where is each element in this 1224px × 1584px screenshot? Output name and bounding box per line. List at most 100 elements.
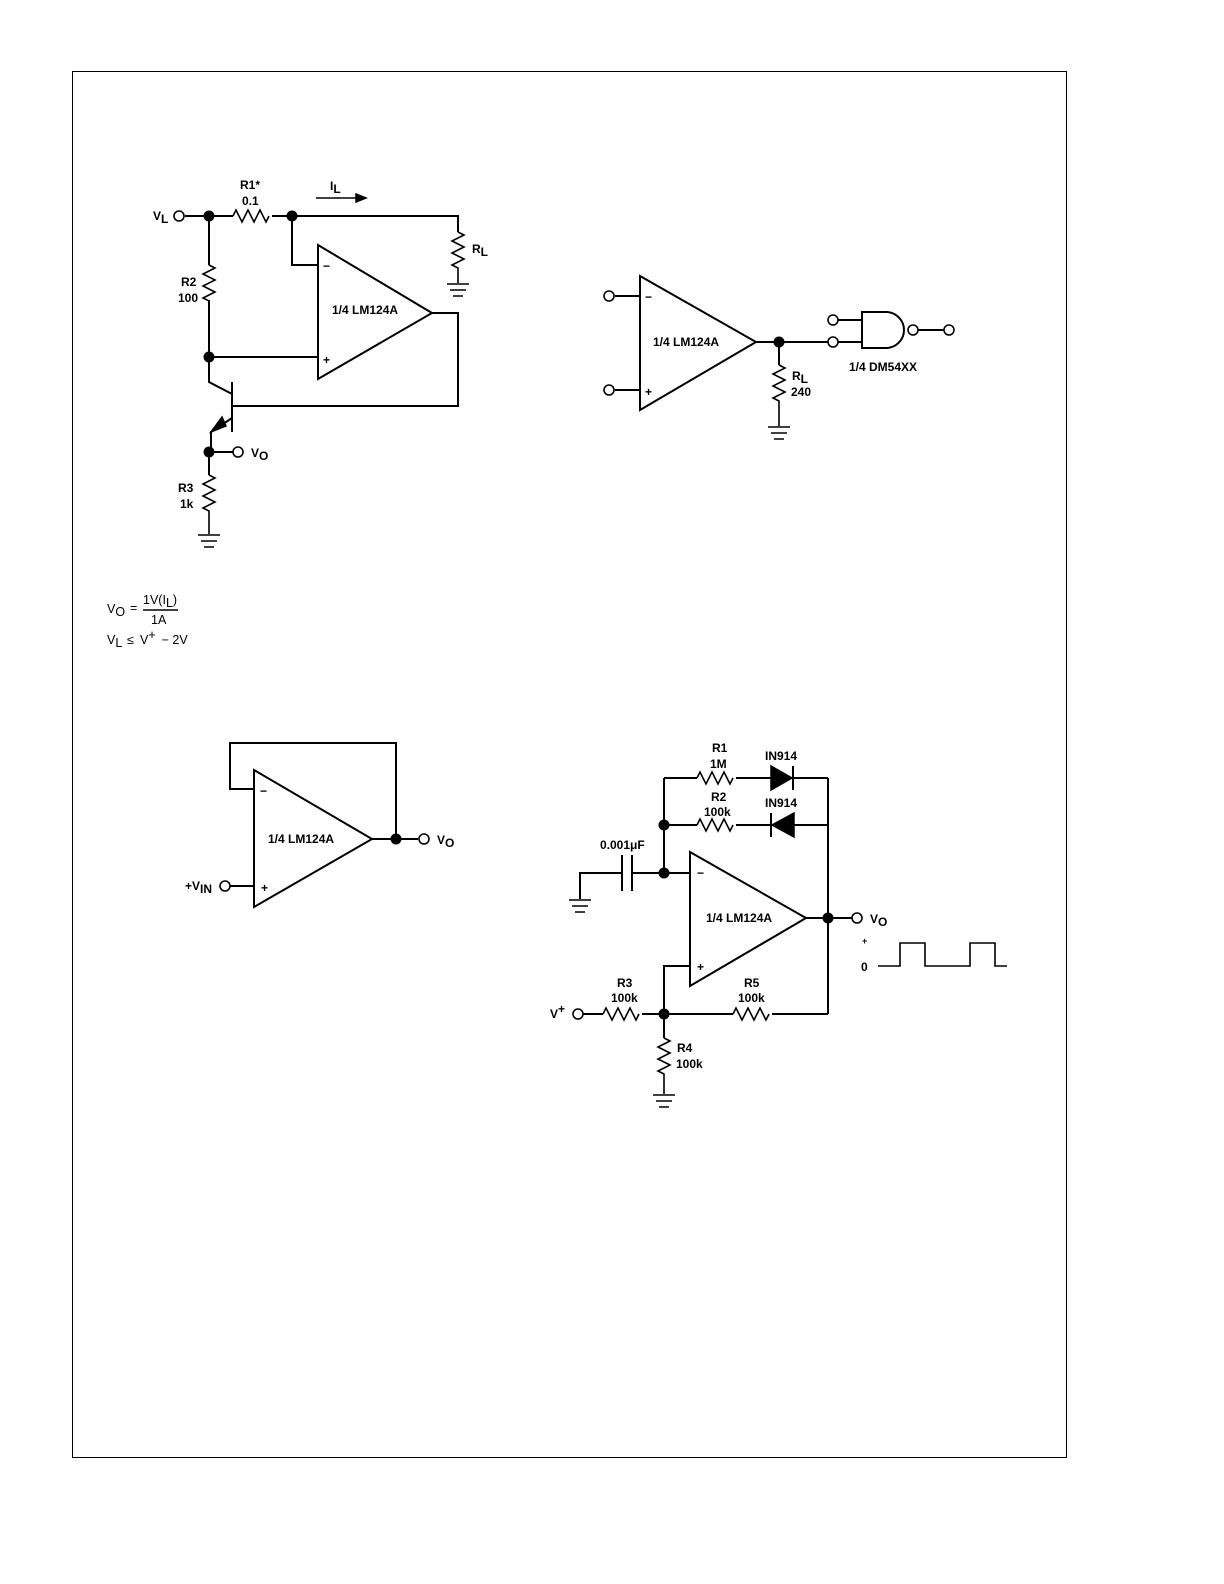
r5-name: R5 — [744, 976, 760, 990]
noninverting-sign: + — [261, 881, 268, 895]
junction-dot — [203, 210, 215, 222]
inverting-sign: − — [645, 290, 652, 304]
r2-value: 100k — [704, 805, 731, 819]
vplus-label: V+ — [550, 1002, 565, 1021]
noninverting-input-terminal — [603, 384, 615, 396]
d2-diode — [770, 811, 795, 839]
d2-label: IN914 — [765, 796, 797, 810]
r3-name: R3 — [617, 976, 633, 990]
junction-dot — [658, 1008, 670, 1020]
r4-name: R4 — [677, 1041, 693, 1055]
capacitor — [621, 855, 633, 891]
r3-resistor — [602, 1006, 640, 1022]
ground-symbol — [768, 426, 790, 440]
r3-value: 1k — [180, 497, 194, 511]
ground-symbol — [653, 1094, 675, 1108]
rl-resistor — [771, 364, 787, 426]
vin-terminal — [219, 880, 231, 892]
vo-label: VO — [437, 833, 454, 850]
opamp — [317, 243, 434, 381]
nand-bubble — [907, 324, 919, 336]
r4-resistor — [656, 1037, 672, 1094]
vo-terminal — [418, 833, 430, 845]
pulse-generator-circuit: R1 1M IN914 R2 100k IN914 0.001μF 1/4 LM… — [550, 741, 1007, 1108]
junction-dot — [203, 351, 215, 363]
capacitor-label: 0.001μF — [600, 838, 645, 852]
wire — [272, 215, 459, 232]
design-equations: VO = 1V(IL) 1A VL ≤ V+− 2V — [107, 593, 188, 650]
nand-gate — [861, 311, 905, 349]
junction-dot — [390, 833, 402, 845]
waveform-zero-label: 0 — [861, 960, 868, 974]
r3-value: 100k — [611, 991, 638, 1005]
rl-resistor — [450, 231, 466, 283]
gate-output-terminal — [943, 324, 955, 336]
voltage-follower-circuit: 1/4 LM124A − + VO +VIN — [185, 742, 454, 909]
wire — [291, 216, 318, 266]
vo-label: VO — [251, 446, 268, 463]
gate-input-terminal — [827, 314, 839, 326]
eq2-rhs: V+− 2V — [140, 628, 188, 647]
junction-dot — [203, 446, 215, 458]
opamp — [253, 768, 374, 909]
wire — [232, 312, 459, 407]
r1-resistor — [696, 770, 734, 786]
r1-value: 0.1 — [242, 194, 259, 208]
r1-name: R1* — [240, 178, 260, 192]
inverting-sign: − — [697, 866, 704, 880]
vo-terminal — [851, 912, 863, 924]
noninverting-sign: + — [697, 960, 704, 974]
opamp — [639, 274, 758, 412]
gate-label: 1/4 DM54XX — [849, 360, 917, 374]
emitter-arrow — [208, 415, 228, 434]
r3-name: R3 — [178, 481, 194, 495]
ttl-driver-circuit: 1/4 LM124A − + RL 240 1/4 DM54XX — [603, 274, 955, 440]
r2-name: R2 — [181, 275, 197, 289]
inverting-sign: − — [260, 784, 267, 798]
noninverting-sign: + — [645, 385, 652, 399]
eq2-lhs: VL — [107, 633, 122, 650]
eq1-lhs: VO — [107, 602, 125, 619]
r3-resistor — [201, 474, 217, 534]
ground-symbol — [569, 899, 591, 913]
rl-value: 240 — [791, 385, 811, 399]
opamp — [689, 850, 808, 988]
eq1-numerator: 1V(IL) — [143, 593, 177, 610]
inverting-sign: − — [323, 259, 330, 273]
eq1-denominator: 1A — [151, 613, 167, 627]
r2-name: R2 — [711, 790, 727, 804]
gate-input-terminal — [827, 336, 839, 348]
page-border — [72, 71, 1067, 1458]
d1-diode — [770, 764, 794, 792]
vin-label: +VIN — [185, 879, 212, 896]
current-monitor-circuit: VL R1* 0.1 IL RL R2 100 1/4 LM124A − + V… — [153, 178, 488, 548]
il-label: IL — [330, 179, 341, 196]
current-arrowhead — [355, 192, 369, 204]
r2-value: 100 — [178, 291, 198, 305]
d1-label: IN914 — [765, 749, 797, 763]
r5-value: 100k — [738, 991, 765, 1005]
rl-label: RL — [792, 369, 808, 386]
opamp-label: 1/4 LM124A — [653, 335, 719, 349]
waveform-high-label: + — [862, 936, 867, 946]
wire — [208, 357, 233, 395]
feedback-wire — [229, 742, 397, 839]
eq2-relation: ≤ — [127, 633, 134, 647]
ground-symbol — [198, 534, 220, 548]
inverting-input-terminal — [603, 290, 615, 302]
wire — [208, 300, 318, 358]
junction-dot — [658, 819, 670, 831]
opamp-label: 1/4 LM124A — [332, 303, 398, 317]
r2-resistor — [696, 817, 734, 833]
r1-name: R1 — [712, 741, 728, 755]
vplus-terminal — [572, 1008, 584, 1020]
r1-resistor — [232, 208, 270, 224]
wire — [579, 872, 622, 899]
eq1-equals: = — [130, 601, 137, 615]
junction-dot — [658, 867, 670, 879]
opamp-label: 1/4 LM124A — [268, 832, 334, 846]
junction-dot — [773, 336, 785, 348]
noninverting-sign: + — [323, 353, 330, 367]
r1-value: 1M — [710, 757, 727, 771]
